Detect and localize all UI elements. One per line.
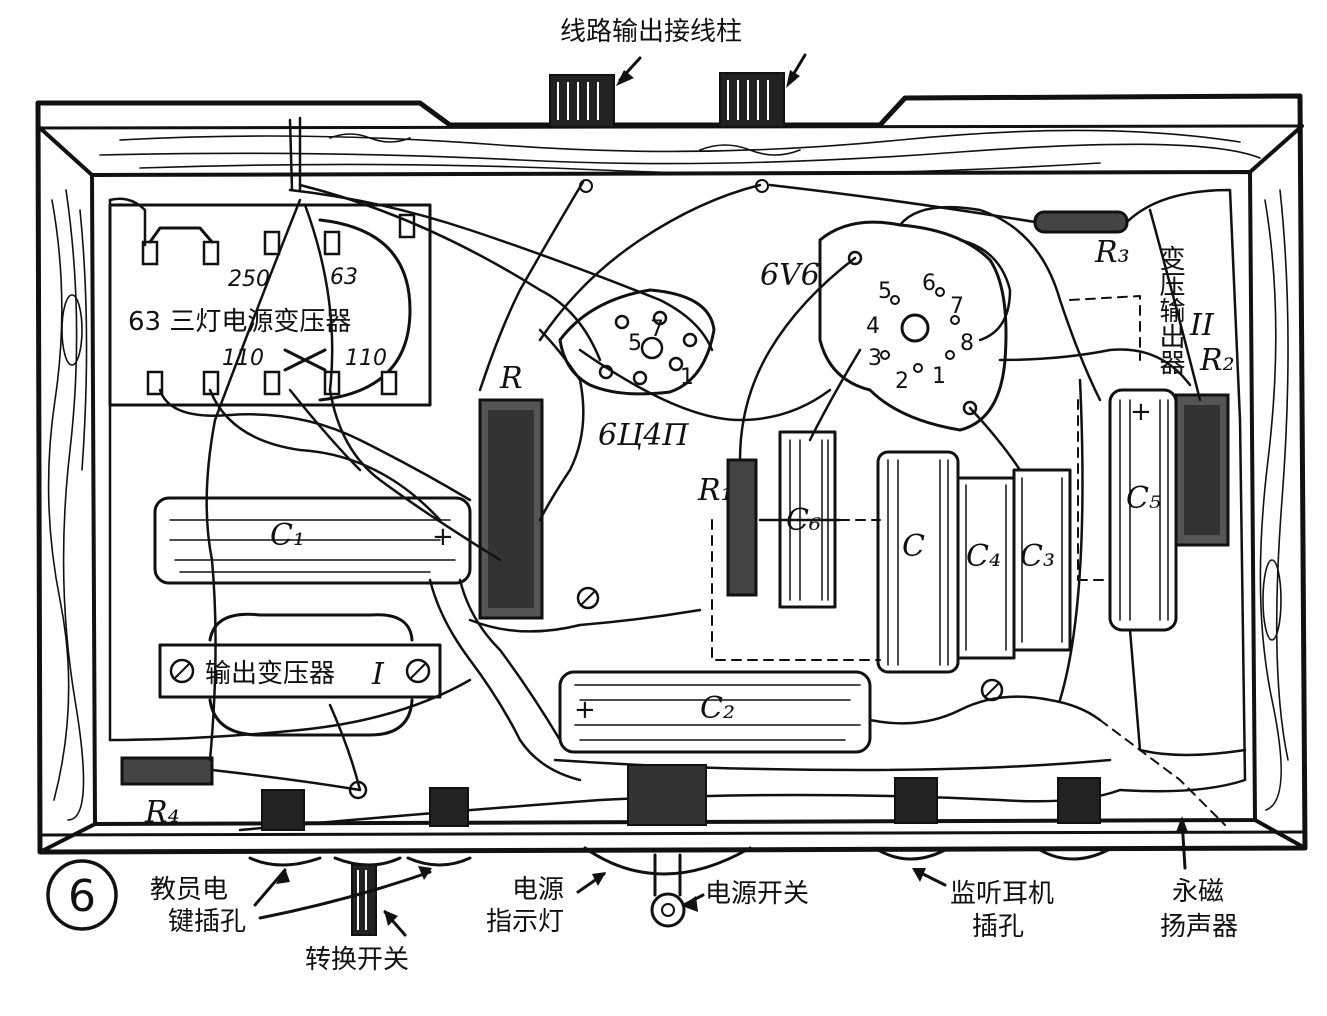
resistor-r3: R₃ [1033, 210, 1130, 270]
switch-label: 转换开关 [305, 945, 409, 975]
r3-label: R₃ [1094, 235, 1130, 270]
output-terminals-label: 线路输出接线柱 [560, 17, 742, 47]
pt-63-label: 63 [330, 265, 358, 290]
r1-label: R₁ [697, 473, 733, 508]
capacitor-c1: C₁ + [153, 496, 472, 585]
teacher-key-jack-label-1: 教员电 [150, 875, 228, 905]
figure-number: 6 [46, 859, 118, 931]
c2-label: C₂ [700, 691, 735, 726]
pin6c4p-7: 7 [650, 317, 664, 342]
power-lamp-label-1: 电源 [512, 875, 564, 905]
speaker-label-1: 永磁 [1172, 877, 1224, 907]
pin6v6-1: 1 [932, 364, 946, 389]
output-transformer-1: 输出变压器 I [158, 612, 442, 737]
capacitor-c3: C₃ [1012, 468, 1072, 652]
speaker-label-2: 扬声器 [1160, 912, 1238, 942]
resistor-r4: R₄ [120, 756, 214, 830]
pt-110b-label: 110 [345, 346, 387, 371]
power-transformer: 63 三灯电源变压器 250 63 110 110 [108, 203, 432, 407]
power-switch-label: 电源开关 [705, 879, 809, 909]
figure-number-text: 6 [68, 871, 96, 922]
capacitor-c: C [876, 450, 960, 674]
pt-250-label: 250 [228, 267, 270, 292]
resistor-r1: R₁ [697, 458, 758, 597]
output-transformer-2: 变压输出器 II [1155, 245, 1230, 547]
pin6v6-8: 8 [960, 331, 974, 356]
power-switch-block [583, 764, 752, 928]
capacitor-c5: C₅ + [1108, 388, 1178, 632]
monitor-jack-left [876, 777, 947, 861]
output-terminal-left [549, 74, 615, 128]
pin6v6-6: 6 [922, 271, 936, 296]
teacher-key-jack [248, 787, 472, 867]
tube-socket-6c4p: 6Ц4П 1 5 7 [558, 288, 716, 453]
screws [348, 179, 1004, 800]
pin6v6-5: 5 [878, 279, 892, 304]
ot2-label: 变压输出器 [1155, 245, 1185, 375]
output-terminal-right [719, 72, 785, 128]
pin6v6-3: 3 [868, 346, 882, 371]
tube-6c4p-label: 6Ц4П [598, 418, 689, 453]
c2-plus: + [574, 695, 596, 725]
capacitor-c2: C₂ + [558, 670, 872, 754]
power-transformer-label: 63 三灯电源变压器 [128, 307, 351, 337]
dashed-wiring [711, 295, 1226, 826]
c5-plus: + [1130, 397, 1152, 427]
wooden-box [35, 93, 1308, 855]
c3-label: C₃ [1020, 539, 1055, 574]
power-lamp-label-2: 指示灯 [486, 907, 564, 937]
tube-socket-6v6: 6V6 1 2 3 4 5 6 7 8 [760, 220, 1008, 432]
r4-label: R₄ [144, 795, 180, 830]
teacher-key-jack-label-2: 键插孔 [168, 907, 246, 937]
wiring [108, 116, 1247, 832]
c1-plus: + [432, 522, 454, 552]
monitor-jack-label-1: 监听耳机 [950, 879, 1054, 909]
pin6v6-7: 7 [950, 294, 964, 319]
tube-6v6-label: 6V6 [760, 258, 820, 293]
monitor-jack-label-2: 插孔 [972, 912, 1024, 942]
c-label: C [902, 529, 925, 564]
ot2-roman: II [1189, 308, 1215, 343]
ot1-roman: I [371, 657, 385, 692]
pt-110a-label: 110 [222, 346, 264, 371]
resistor-r: R [478, 361, 544, 620]
pin6c4p-1: 1 [680, 365, 694, 390]
c4-label: C₄ [966, 539, 1001, 574]
monitor-jack-right [1038, 777, 1110, 861]
ot1-label: 输出变压器 [205, 659, 335, 689]
capacitor-c4: C₄ [956, 476, 1016, 660]
c5-label: C₅ [1126, 481, 1161, 516]
r-label: R [499, 361, 523, 396]
r2-label: R₂ [1199, 343, 1235, 378]
pin6v6-2: 2 [895, 369, 909, 394]
switch-shaft [351, 864, 377, 936]
pin6v6-4: 4 [866, 314, 880, 339]
arrow-heads [276, 816, 1188, 926]
pin6c4p-5: 5 [628, 331, 642, 356]
c1-label: C₁ [270, 518, 305, 553]
